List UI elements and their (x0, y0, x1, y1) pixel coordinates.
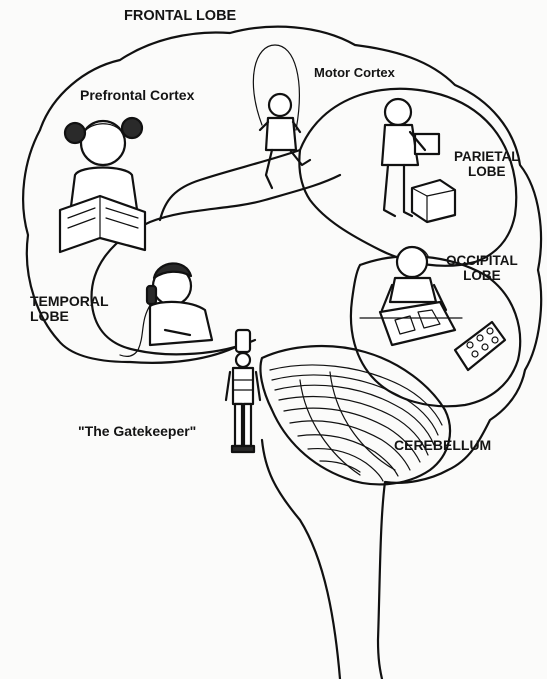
brain-stem (262, 440, 340, 679)
occipital-lobe-label: OCCIPITAL LOBE (446, 254, 518, 283)
frontal-lobe-label: FRONTAL LOBE (124, 9, 236, 25)
gatekeeper-label: "The Gatekeeper" (78, 424, 196, 439)
temporal-lobe-label: TEMPORAL LOBE (30, 294, 109, 324)
temporal-lobe-label-line1: TEMPORAL (30, 294, 109, 309)
cerebellum-folia (270, 365, 442, 481)
telephone-figure (120, 263, 212, 356)
prefrontal-cortex-label: Prefrontal Cortex (80, 88, 194, 103)
parietal-lobe-label: PARIETAL LOBE (454, 150, 520, 179)
occipital-lobe-label-line2: LOBE (446, 269, 518, 284)
temporal-lobe-label-line2: LOBE (30, 309, 109, 324)
prefrontal-boundary (160, 150, 300, 220)
cerebellum-label: CEREBELLUM (394, 438, 491, 453)
block-stacking-figure (382, 99, 455, 222)
parietal-lobe-label-line2: LOBE (454, 165, 520, 180)
motor-cortex-label: Motor Cortex (314, 66, 395, 80)
parietal-lobe-label-line1: PARIETAL (454, 150, 520, 165)
jump-rope-figure (253, 45, 310, 188)
occipital-lobe-label-line1: OCCIPITAL (446, 254, 518, 269)
girl-reading-figure (60, 118, 145, 252)
